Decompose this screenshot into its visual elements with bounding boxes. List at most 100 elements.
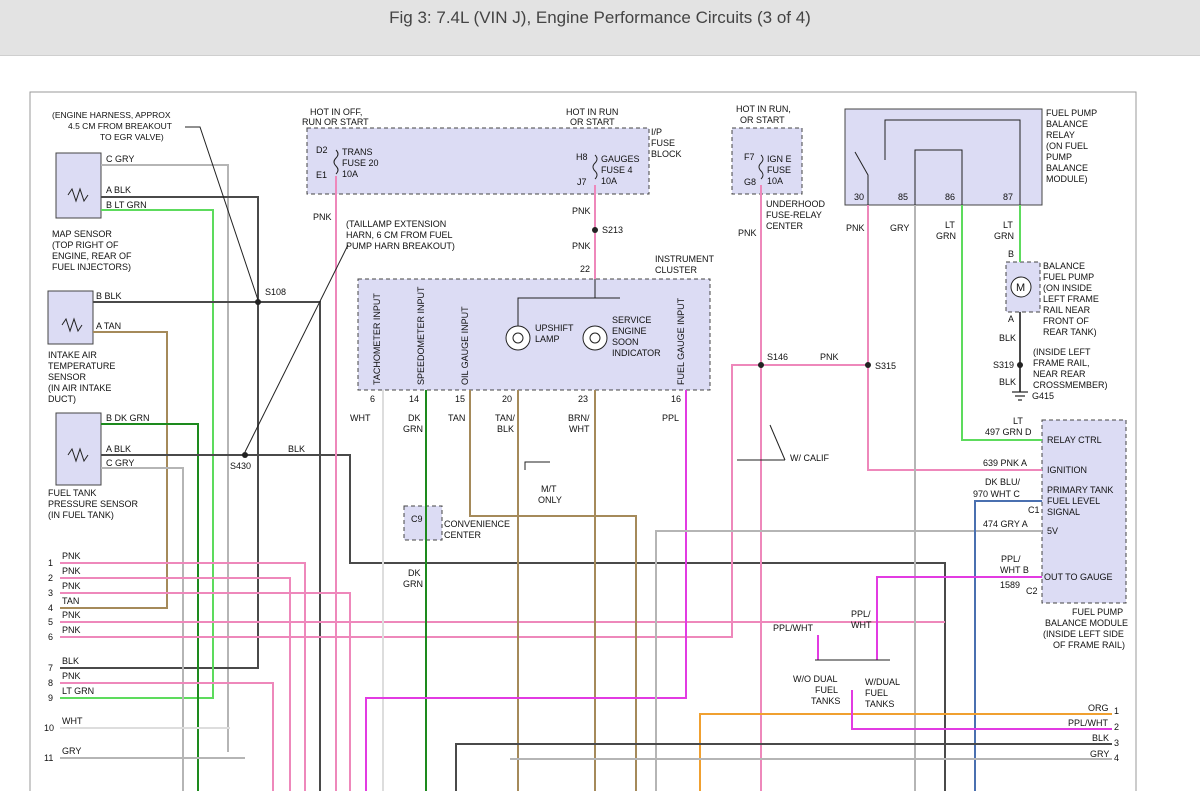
cluster-input-tach: TACHOMETER INPUT [372, 293, 382, 385]
instrument-cluster-1: INSTRUMENT [655, 254, 714, 264]
upshift-lamp-icon [505, 325, 531, 351]
taillamp-2: HARN, 6 CM FROM FUEL [346, 230, 453, 240]
relay-label-6: BALANCE [1046, 163, 1088, 173]
wire-label-pnk-30: PNK [846, 223, 865, 233]
wire-pnk-row6 [60, 364, 761, 638]
wire-org-r1 [699, 713, 1112, 791]
leader-mt [524, 461, 550, 470]
wire-label-blk-pump: BLK [999, 333, 1016, 343]
wire-label-ppl: PPL [662, 413, 679, 423]
wire-label-ltgrn-86-2: GRN [936, 231, 956, 241]
hot-off-line1: HOT IN OFF, [310, 107, 362, 117]
convenience-2: CENTER [444, 530, 482, 540]
rc-wire-1: ORG [1088, 703, 1109, 713]
splice-s213 [592, 227, 598, 233]
ses-1: SERVICE [612, 315, 651, 325]
relay-label-7: MODULE) [1046, 174, 1088, 184]
wire-pplwht-r2 [851, 690, 1112, 730]
lc-wire-10: WHT [62, 716, 83, 726]
ses-4: INDICATOR [612, 348, 661, 358]
convenience-center-box [403, 505, 443, 541]
wo-dual-2: FUEL [815, 685, 838, 695]
ip-fuse-block [306, 127, 650, 195]
map-sensor-box [55, 152, 102, 219]
lc-wire-4: TAN [62, 596, 79, 606]
rc-wire-2: PPL/WHT [1068, 718, 1109, 728]
wire-label-s146: S146 [767, 352, 788, 362]
ground-loc-4: CROSSMEMBER) [1033, 380, 1108, 390]
lc-num-6: 6 [48, 632, 53, 642]
iat-sensor-label5: DUCT) [48, 394, 76, 404]
lc-wire-8: PNK [62, 671, 81, 681]
leader-engine-harness [185, 126, 259, 301]
gauges-fuse-3: 10A [601, 176, 617, 186]
cluster-pin-20: 20 [502, 394, 512, 404]
hot-run-line2: OR START [570, 117, 615, 127]
lc-wire-9: LT GRN [62, 686, 94, 696]
igne-fuse-3: 10A [767, 176, 783, 186]
wire-label-g415: G415 [1032, 391, 1054, 401]
relay-coil-86 [914, 149, 963, 205]
w-dual-1: W/DUAL [865, 677, 900, 687]
diagram-frame [29, 91, 1137, 791]
wire-label-ltgrn-87-2: GRN [994, 231, 1014, 241]
wire-label-wht: WHT [350, 413, 371, 423]
fpbm-2: BALANCE MODULE [1045, 618, 1128, 628]
lc-num-9: 9 [48, 693, 53, 703]
module-wire-dkblu-2: 970 WHT C [973, 489, 1020, 499]
ft-pin-a: A BLK [106, 444, 131, 454]
module-pin-ignition: IGNITION [1047, 465, 1087, 475]
wire-blk-iat [93, 301, 321, 791]
hot-off-line2: RUN OR START [302, 117, 369, 127]
trans-fuse-3: 10A [342, 169, 358, 179]
lc-num-7: 7 [48, 663, 53, 673]
w-dual-2: FUEL [865, 688, 888, 698]
map-sensor-label3: ENGINE, REAR OF [52, 251, 132, 261]
relay-label-3: RELAY [1046, 130, 1075, 140]
relay-label-1: FUEL PUMP [1046, 108, 1097, 118]
rc-num-2: 2 [1114, 722, 1119, 732]
map-sensor-label4: FUEL INJECTORS) [52, 262, 131, 272]
wire-label-pump-a: A [1008, 314, 1014, 324]
relay-pin-87: 87 [1003, 192, 1013, 202]
relay-label-2: BALANCE [1046, 119, 1088, 129]
wire-label-blk-ground: BLK [999, 377, 1016, 387]
ses-2: ENGINE [612, 326, 647, 336]
pin-j7: J7 [577, 177, 587, 187]
wire-label-pplwht-b-1: PPL/ [851, 609, 871, 619]
rc-num-3: 3 [1114, 738, 1119, 748]
cluster-input-oil: OIL GAUGE INPUT [460, 306, 470, 385]
lc-wire-2: PNK [62, 566, 81, 576]
lc-wire-3: PNK [62, 581, 81, 591]
upshift-1: UPSHIFT [535, 323, 574, 333]
wire-label-dkgrn-1: DK [408, 413, 421, 423]
taillamp-1: (TAILLAMP EXTENSION [346, 219, 446, 229]
pin-h8: H8 [576, 152, 588, 162]
pin-f7: F7 [744, 152, 755, 162]
wire-pnk-relay30 [867, 205, 1042, 471]
wire-label-brnwht-2: WHT [569, 424, 590, 434]
map-pin-c: C GRY [106, 154, 134, 164]
wire-ppl-fuel [365, 390, 687, 791]
right-connector: ORG 1 PPL/WHT 2 BLK 3 GRY 4 [1068, 703, 1119, 763]
hot-run2-line1: HOT IN RUN, [736, 104, 791, 114]
wire-label-pnk-s146: PNK [820, 352, 839, 362]
wire-label-tanblk-1: TAN/ [495, 413, 515, 423]
taillamp-3: PUMP HARN BREAKOUT) [346, 241, 455, 251]
underhood-3: CENTER [766, 221, 804, 231]
balance-pump-1: BALANCE [1043, 261, 1085, 271]
pin-g8: G8 [744, 177, 756, 187]
iat-sensor-box [47, 290, 94, 345]
wire-label-s319: S319 [993, 360, 1014, 370]
wire-label-dkgrn-conv-2: GRN [403, 579, 423, 589]
rc-num-4: 4 [1114, 753, 1119, 763]
ground-loc-2: FRAME RAIL, [1033, 358, 1090, 368]
cluster-pin-16: 16 [671, 394, 681, 404]
lc-wire-7: BLK [62, 656, 79, 666]
wire-label-blk-s430: BLK [288, 444, 305, 454]
mt-only-2: ONLY [538, 495, 562, 505]
lc-wire-5: PNK [62, 610, 81, 620]
ft-sensor-resistor-icon [67, 447, 89, 463]
lc-num-11: 11 [44, 753, 53, 763]
